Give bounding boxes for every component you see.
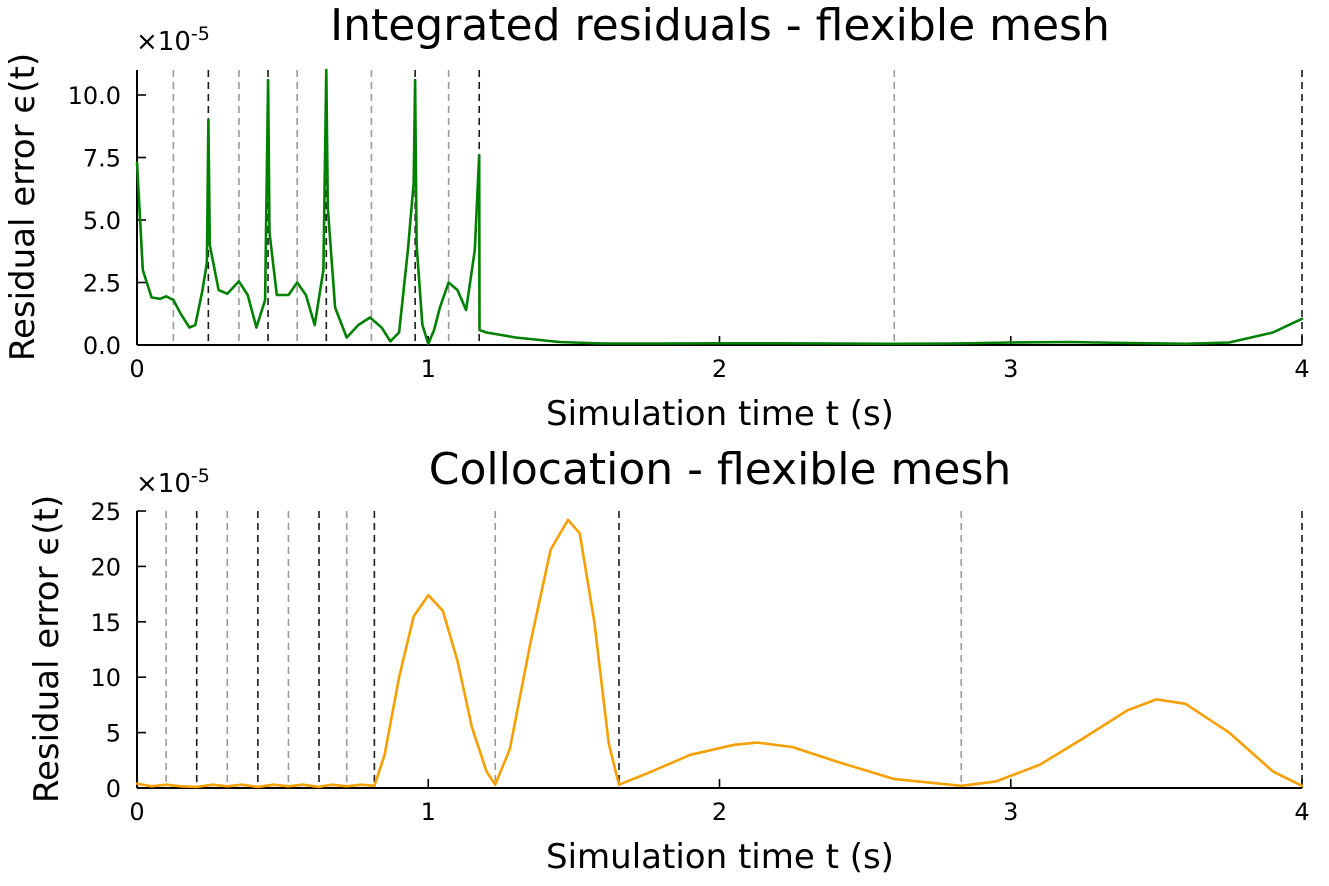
bottom-chart-title: Collocation - flexible mesh	[429, 444, 1012, 495]
bottom-x-tick-label-3: 3	[1003, 798, 1018, 826]
bottom-x-tick-label-4: 4	[1294, 798, 1309, 826]
bottom-x-tick-label-1: 1	[421, 798, 436, 826]
bottom-x-tick-label-0: 0	[129, 798, 144, 826]
bottom-y-tick-label-3: 15	[90, 609, 121, 637]
bottom-y-tick-label-1: 5	[106, 720, 121, 748]
bottom-y-scale-exponent: -5	[191, 465, 210, 487]
top-chart-title: Integrated residuals - flexible mesh	[330, 0, 1110, 51]
top-series-line-0	[135, 68, 1304, 346]
bottom-y-tick-label-0: 0	[106, 775, 121, 803]
top-y-tick-label-1: 2.5	[83, 270, 121, 298]
bottom-y-scale-factor: ×10-5	[136, 465, 210, 499]
top-y-tick-label-0: 0.0	[83, 332, 121, 360]
top-plot-area	[135, 68, 1304, 346]
bottom-x-tick-label-2: 2	[712, 798, 727, 826]
bottom-ticks: 0 1 2 3 4 0 5 10 15 20 25	[90, 498, 1309, 826]
bottom-y-axis-label: Residual error ϵ(t)	[27, 495, 67, 803]
top-y-axis-label: Residual error ϵ(t)	[3, 53, 43, 361]
bottom-y-tick-label-5: 25	[90, 498, 121, 526]
bottom-chart-panel: Collocation - flexible mesh Residual err…	[27, 444, 1310, 877]
top-x-tick-label-3: 3	[1003, 355, 1018, 383]
bottom-plot-area	[135, 518, 1304, 789]
top-y-scale-base: ×10	[136, 27, 191, 57]
top-axes	[136, 70, 1302, 346]
bottom-x-axis-label: Simulation time t (s)	[546, 837, 894, 877]
top-y-tick-label-3: 7.5	[83, 145, 121, 173]
top-x-tick-label-2: 2	[712, 355, 727, 383]
bottom-axes	[136, 511, 1302, 789]
top-y-tick-label-4: 10.0	[68, 82, 121, 110]
top-x-tick-label-0: 0	[129, 355, 144, 383]
top-y-scale-exponent: -5	[191, 23, 210, 45]
bottom-y-tick-label-4: 20	[90, 553, 121, 581]
top-x-tick-label-4: 4	[1294, 355, 1309, 383]
top-x-axis-label: Simulation time t (s)	[546, 394, 894, 434]
top-chart-panel: Integrated residuals - flexible mesh Res…	[3, 0, 1310, 434]
bottom-mesh-lines	[165, 511, 1303, 788]
bottom-series-line-0	[135, 518, 1304, 789]
top-x-tick-label-1: 1	[421, 355, 436, 383]
top-mesh-lines	[172, 70, 1303, 345]
bottom-y-tick-label-2: 10	[90, 664, 121, 692]
top-ticks: 0 1 2 3 4 0.0 2.5 5.0 7.5 10.0	[68, 82, 1310, 383]
top-y-tick-label-2: 5.0	[83, 207, 121, 235]
top-y-scale-factor: ×10-5	[136, 23, 210, 57]
bottom-y-scale-base: ×10	[136, 469, 191, 499]
